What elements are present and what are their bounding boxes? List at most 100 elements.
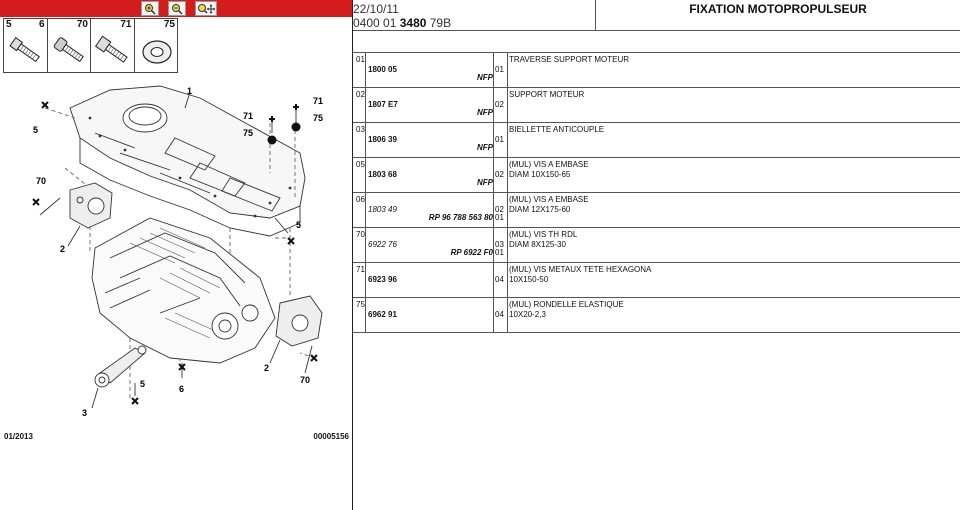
zoom-move-icon[interactable] (195, 1, 217, 16)
item-number: 03 (356, 125, 365, 134)
column-divider (365, 158, 366, 192)
washer-icon (141, 40, 172, 64)
diagram-date: 01/2013 (4, 432, 33, 441)
thumbnail-label: 6 (38, 19, 45, 30)
thumbnail-label: 70 (76, 19, 88, 30)
column-divider (507, 123, 508, 157)
part-description-detail: 10X150-50 (509, 275, 549, 284)
part-number[interactable]: 1803 49 (368, 205, 397, 214)
column-divider (507, 88, 508, 122)
part-description-detail: DIAM 10X150-65 (509, 170, 571, 179)
part-description: (MUL) VIS A EMBASE (509, 195, 589, 204)
header-date: 22/10/11 (353, 2, 399, 16)
part-note: NFP (477, 108, 493, 117)
item-number: 06 (356, 195, 365, 204)
callout-label: 6 (179, 384, 184, 394)
header-divider (353, 30, 960, 31)
part-number[interactable]: 6962 91 (368, 310, 397, 319)
diagram-panel: 5 6 70 71 75 (0, 0, 352, 510)
quantity: 01 (495, 135, 504, 144)
part-description-detail: DIAM 8X125-30 (509, 240, 566, 249)
callout-label: 5 (296, 220, 301, 230)
item-number: 70 (356, 230, 365, 239)
parts-panel: 22/10/11 0400 01 3480 79B FIXATION MOTOP… (353, 0, 960, 510)
callout-label: 75 (313, 113, 323, 123)
thumbnail-screw-70[interactable]: 70 (48, 19, 91, 72)
flange-screw-icon (9, 37, 40, 63)
item-number: 71 (356, 265, 365, 274)
page-title: FIXATION MOTOPROPULSEUR (689, 2, 867, 16)
panel-divider (352, 0, 353, 510)
part-number[interactable]: 6922 76 (368, 240, 397, 249)
quantity: 03 (495, 240, 504, 249)
quantity: 02 (495, 100, 504, 109)
thumbnail-label: 75 (163, 19, 175, 30)
part-note: NFP (477, 178, 493, 187)
part-number[interactable]: 6923 96 (368, 275, 397, 284)
column-divider (507, 193, 508, 227)
part-note: NFP (477, 143, 493, 152)
thumbnail-screw-71[interactable]: 71 (91, 19, 135, 72)
part-note: RP 96 788 563 80 (428, 213, 493, 222)
part-description: SUPPORT MOTEUR (509, 90, 585, 99)
part-description: (MUL) VIS TH RDL (509, 230, 578, 239)
header-code: 0400 01 3480 79B (353, 16, 452, 30)
column-divider (493, 123, 494, 157)
thumbnail-screw-5-6[interactable]: 5 6 (4, 19, 48, 72)
zoom-out-icon[interactable] (168, 1, 186, 16)
thumbnail-washer-75[interactable]: 75 (135, 19, 178, 72)
callout-label: 5 (140, 379, 145, 389)
item-number: 01 (356, 55, 365, 64)
column-divider (365, 228, 366, 262)
part-description-detail: 10X20-2,3 (509, 310, 546, 319)
part-description: (MUL) VIS METAUX TETE HEXAGONA (509, 265, 652, 274)
column-divider (365, 123, 366, 157)
column-divider (493, 263, 494, 297)
callout-label: 70 (300, 375, 310, 385)
callout-label: 2 (264, 363, 269, 373)
part-number[interactable]: 1806 39 (368, 135, 397, 144)
thumbnail-label: 71 (120, 19, 132, 30)
column-divider (507, 298, 508, 332)
column-divider (365, 53, 366, 87)
column-divider (365, 263, 366, 297)
quantity: 02 (495, 170, 504, 179)
item-number: 75 (356, 300, 365, 309)
column-divider (493, 298, 494, 332)
table-top-border (353, 52, 960, 53)
part-description: BIELLETTE ANTICOUPLE (509, 125, 605, 134)
gearbox-part (91, 217, 276, 364)
callout-label: 75 (243, 128, 253, 138)
part-number[interactable]: 1800 05 (368, 65, 397, 74)
callout-label: 1 (187, 86, 192, 96)
column-divider (493, 53, 494, 87)
part-number[interactable]: 1807 E7 (368, 100, 398, 109)
quantity-secondary: 01 (495, 213, 504, 222)
thumbnail-label: 5 (6, 19, 12, 30)
column-divider (365, 298, 366, 332)
part-note: NFP (477, 73, 493, 82)
item-number: 05 (356, 160, 365, 169)
column-divider (493, 158, 494, 192)
hex-screw-icon (95, 35, 128, 63)
part-number[interactable]: 1803 68 (368, 170, 397, 179)
quantity: 04 (495, 310, 504, 319)
fastener-thumbnails: 5 6 70 71 75 (3, 18, 178, 73)
zoom-in-icon[interactable] (141, 1, 159, 16)
column-divider (493, 193, 494, 227)
column-divider (493, 88, 494, 122)
callout-label: 2 (60, 244, 65, 254)
viewer-toolbar (0, 0, 352, 17)
column-divider (507, 228, 508, 262)
item-number: 02 (356, 90, 365, 99)
callout-label: 71 (313, 96, 323, 106)
